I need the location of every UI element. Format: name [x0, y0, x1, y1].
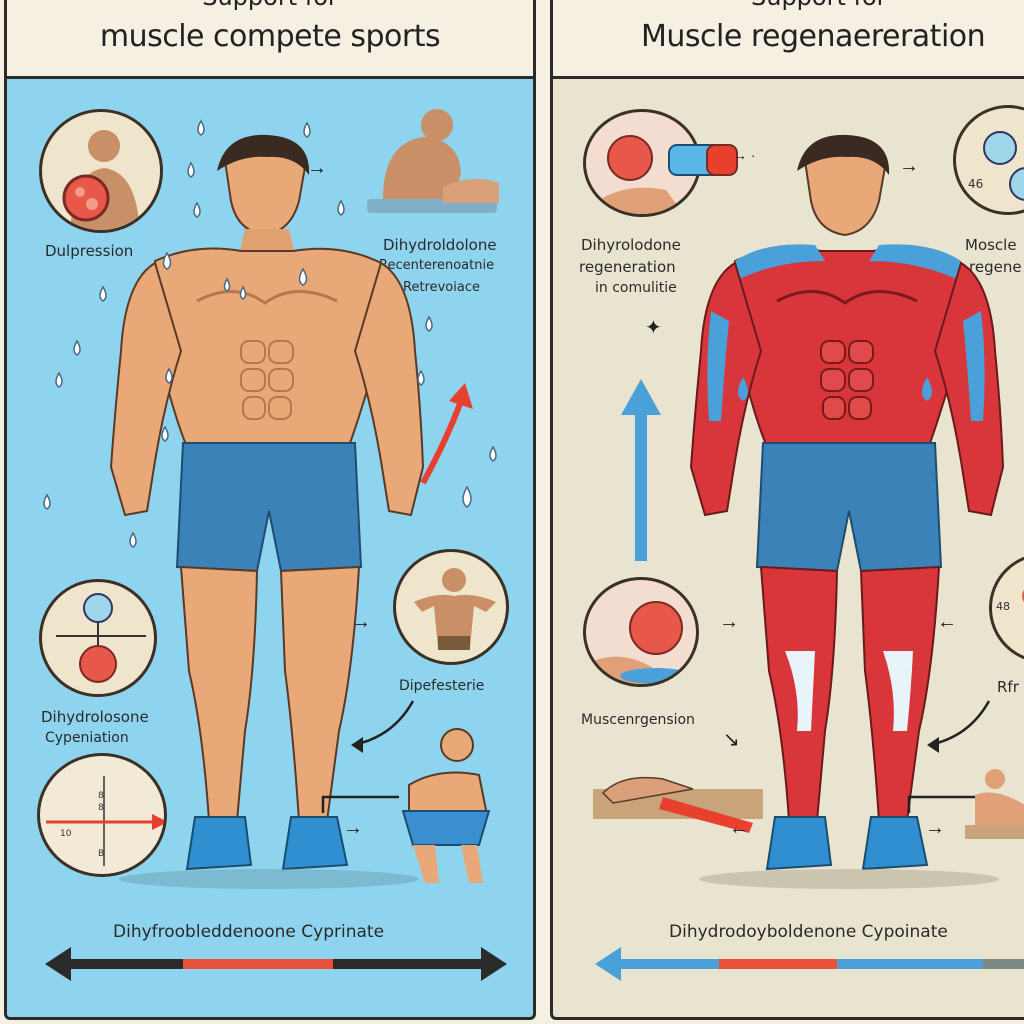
capsule-icon	[668, 144, 738, 176]
flexing-man-circle	[393, 549, 509, 665]
svg-text:48: 48	[996, 600, 1010, 613]
svg-text:8: 8	[98, 803, 104, 813]
stretching-man-icon	[965, 769, 1024, 839]
dihydro-r-line3: in comulitie	[595, 280, 677, 296]
dihydro-right-line1: Dihydroldolone	[383, 236, 497, 254]
depression-circle	[39, 109, 163, 233]
sweating-athlete-figure	[109, 134, 425, 889]
cell-diagram-icon	[56, 593, 146, 683]
bracket-arrow-icon-r	[907, 795, 985, 813]
bracket-arrow-icon	[321, 795, 399, 813]
molecule-icon: 46	[968, 131, 1024, 201]
right-panel: Support for Muscle regenaereration → · D…	[550, 0, 1024, 1020]
right-arrow-bar-icon	[595, 947, 1024, 981]
massage-scene-icon	[367, 109, 499, 213]
arrow-down-right-icon: ↘	[723, 729, 740, 751]
curved-arrow-icon-r	[927, 700, 991, 753]
right-bottom-label: Dihydrodoyboldenone Cypoinate	[669, 922, 948, 942]
rfr-label: Rfr	[997, 678, 1019, 696]
dihydro-r-line2: regeneration	[579, 258, 676, 276]
crouching-man-icon	[401, 728, 491, 883]
left-title-line2: muscle compete sports	[99, 19, 441, 54]
dihydro-right-line2: Recenterenoatnie	[379, 258, 495, 273]
gauge-chart-icon: 8 8 B 10	[46, 776, 164, 866]
svg-text:8: 8	[98, 791, 104, 801]
right-title-line1: Support for	[553, 0, 1024, 11]
dihydro-right-line3: Retrevoiace	[403, 280, 480, 295]
muscle-anatomy-figure	[689, 134, 1005, 889]
muscle-r-line1: Moscle	[965, 236, 1017, 254]
muscle-r-line2: regene	[969, 258, 1022, 276]
blue-drops-icon	[738, 377, 932, 401]
arrow-right-icon-2: →	[351, 611, 371, 633]
dihydro-left-line1: Dihydrolosone	[41, 708, 149, 726]
right-title-bar: Support for Muscle regenaereration	[553, 0, 1024, 79]
svg-text:B: B	[98, 849, 104, 859]
sparkle-icon: ✦	[645, 317, 662, 339]
arrow-right-icon: →	[307, 157, 327, 179]
arrow-right-icon-3: →	[343, 817, 363, 839]
depression-label: Dulpression	[45, 242, 134, 260]
arrow-right-icon-r1: → ·	[733, 147, 756, 163]
left-title-bar: Support for muscle compete sports	[7, 0, 533, 79]
arrow-left-icon-r2: ←	[729, 817, 749, 839]
left-title-line1: Support for	[7, 0, 533, 11]
man-with-cell-icon	[62, 130, 140, 230]
blue-up-arrow-icon	[621, 379, 661, 561]
cell-bubble-icon	[596, 601, 692, 684]
hand-cell-circle	[583, 577, 699, 687]
hand-with-cell-icon	[596, 135, 682, 214]
muscle-regen-label: Muscenrgension	[581, 712, 695, 728]
dihydro-cell-circle	[39, 579, 157, 697]
svg-text:10: 10	[60, 829, 72, 839]
left-bottom-label: Dihyfroobleddenoone Cyprinate	[113, 922, 385, 942]
arrow-right-icon-r2: →	[899, 155, 919, 177]
right-title-line2: Muscle regenaereration	[641, 19, 986, 54]
arrow-right-icon-r4: →	[925, 817, 945, 839]
left-panel: Support for muscle compete sports Dulpre…	[4, 0, 536, 1020]
arrow-left-icon-r1: ←	[937, 611, 957, 633]
lying-man-icon	[593, 776, 763, 833]
flexing-man-icon	[414, 568, 496, 650]
dihydro-r-line1: Dihyrolodone	[581, 236, 681, 254]
left-double-arrow-icon	[45, 947, 507, 981]
dipe-label: Dipefesterie	[399, 678, 485, 694]
dihydro-left-line2: Cypeniation	[45, 730, 129, 746]
svg-text:46: 46	[968, 177, 983, 191]
gauge-circle: 8 8 B 10	[37, 753, 167, 877]
arrow-right-icon-r3: →	[719, 611, 739, 633]
red-up-arrow-icon	[420, 383, 473, 485]
sweat-drops-icon	[43, 119, 497, 548]
curved-arrow-icon	[351, 700, 415, 753]
